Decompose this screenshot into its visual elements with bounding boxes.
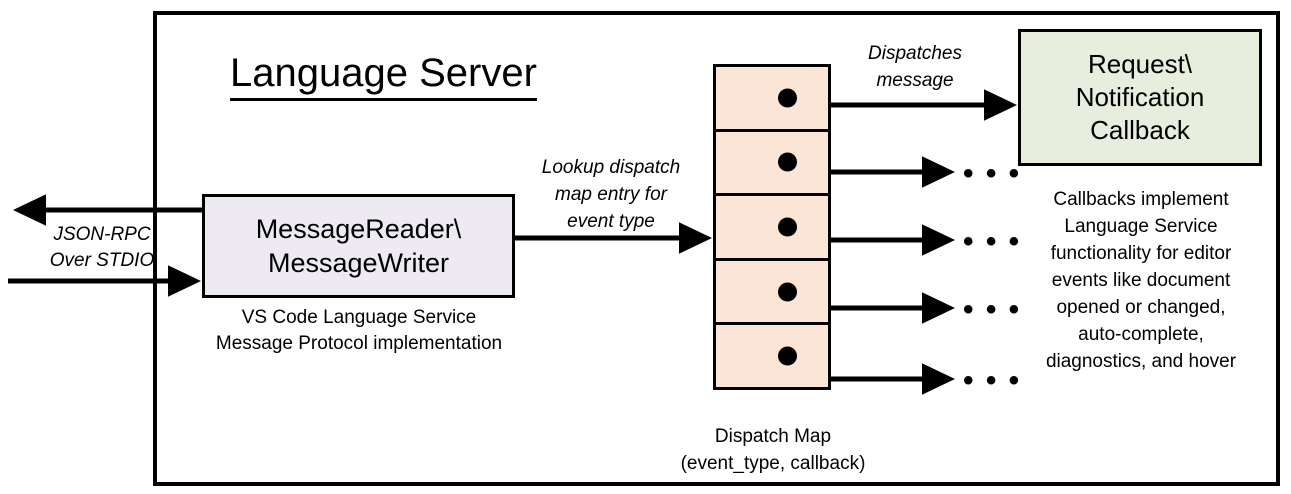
lookup-label-line1: Lookup dispatch xyxy=(541,157,681,178)
ellipsis-row-5: • • • xyxy=(963,364,1022,397)
message-caption-line2: Message Protocol implementation xyxy=(215,333,503,354)
lookup-label-line2: map entry for xyxy=(555,184,667,205)
ellipsis-row-3: • • • xyxy=(963,225,1022,258)
callback-caption-line7: diagnostics, and hover xyxy=(1045,351,1237,372)
callback-box-caption: Callbacks implement Language Service fun… xyxy=(1013,186,1269,375)
lookup-dispatch-label: Lookup dispatch map entry for event type xyxy=(521,154,701,235)
jsonrpc-label-line1: JSON-RPC xyxy=(53,224,151,245)
table-row[interactable] xyxy=(713,257,831,326)
dispatch-map-caption-line2: (event_type, callback) xyxy=(680,453,866,474)
callback-dot-icon xyxy=(778,346,797,366)
message-box-caption: VS Code Language Service Message Protoco… xyxy=(196,305,522,357)
table-row[interactable] xyxy=(713,193,831,261)
callback-caption-line3: functionality for editor xyxy=(1050,243,1232,264)
callback-caption-line5: opened or changed, xyxy=(1056,297,1226,318)
message-reader-writer-box[interactable]: MessageReader\ MessageWriter xyxy=(202,194,515,298)
callback-dot-icon xyxy=(778,88,797,108)
table-row[interactable] xyxy=(713,128,831,197)
lookup-label-line3: event type xyxy=(567,211,655,232)
callback-box-line1: Request\ xyxy=(1087,49,1193,79)
dispatches-message-label: Dispatches message xyxy=(840,40,990,94)
page-title: Language Server xyxy=(230,50,537,101)
dispatch-map-caption: Dispatch Map (event_type, callback) xyxy=(648,423,898,477)
callback-dot-icon xyxy=(778,282,797,302)
callback-caption-line1: Callbacks implement xyxy=(1053,189,1229,210)
callback-caption-line6: auto-complete, xyxy=(1078,324,1204,345)
dispatch-map-table[interactable] xyxy=(713,64,831,402)
table-row[interactable] xyxy=(713,322,831,390)
dispatch-msg-line2: message xyxy=(876,70,954,91)
callback-caption-line4: events like document xyxy=(1051,270,1231,291)
dispatch-msg-line1: Dispatches xyxy=(868,43,962,64)
request-notification-callback-box[interactable]: Request\ Notification Callback xyxy=(1018,29,1262,166)
message-box-line2: MessageWriter xyxy=(267,248,450,278)
callback-box-line3: Callback xyxy=(1090,115,1190,145)
callback-dot-icon xyxy=(778,217,797,237)
callback-box-line2: Notification xyxy=(1075,82,1205,112)
callback-caption-line2: Language Service xyxy=(1064,216,1218,237)
callback-dot-icon xyxy=(778,152,797,172)
ellipsis-row-4: • • • xyxy=(963,293,1022,326)
jsonrpc-channel-label: JSON-RPC Over STDIO xyxy=(32,222,172,274)
jsonrpc-label-line2: Over STDIO xyxy=(49,250,155,271)
ellipsis-row-2: • • • xyxy=(963,157,1022,190)
message-caption-line1: VS Code Language Service xyxy=(241,307,477,328)
language-server-boundary xyxy=(153,11,1280,486)
dispatch-map-caption-line1: Dispatch Map xyxy=(714,426,832,447)
table-row[interactable] xyxy=(713,64,831,132)
message-box-line1: MessageReader\ xyxy=(255,214,462,244)
